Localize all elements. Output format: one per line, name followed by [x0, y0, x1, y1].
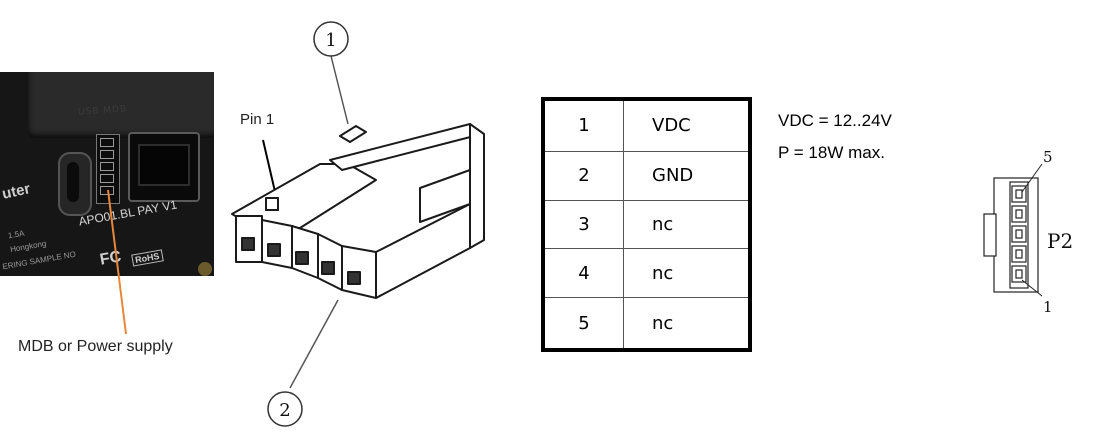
table-row: 1 VDC	[542, 98, 751, 152]
usb-c-opening	[67, 162, 79, 202]
pin-signal: nc	[623, 248, 751, 299]
callout-1-circle	[313, 21, 349, 57]
callout-1-leader	[330, 55, 349, 125]
table-row: 3 nc	[542, 199, 751, 250]
pin1-pointer	[262, 139, 277, 197]
callout-2-number: 2	[279, 400, 290, 421]
table-row: 2 GND	[542, 150, 751, 201]
mdb-power-label: MDB or Power supply	[18, 338, 173, 355]
pin-number: 2	[542, 150, 624, 201]
power-spec: P = 18W max.	[778, 143, 885, 162]
usb-c-port	[58, 152, 92, 216]
pin-number: 1	[542, 98, 624, 152]
callout-2-circle	[267, 391, 303, 427]
screw	[198, 262, 212, 276]
callout-1-number: 1	[325, 30, 336, 51]
pin-number: 4	[542, 248, 624, 299]
p2-pin1-leader	[1021, 279, 1043, 297]
rj-port-opening	[138, 144, 190, 186]
connector-drawing	[231, 123, 485, 299]
pin-number: 3	[542, 199, 624, 250]
table-row: 5 nc	[542, 297, 751, 351]
pin-assignment-table: 1 VDC 2 GND 3 nc 4 nc 5 nc	[541, 97, 752, 352]
p2-pin5-label: 5	[1043, 148, 1053, 166]
pin-signal: nc	[623, 297, 751, 351]
leader-line	[107, 189, 127, 335]
p2-header-label: P2	[1047, 229, 1073, 253]
callout-2-leader	[289, 299, 339, 389]
p2-header-drawing	[983, 177, 1039, 293]
pin1-label: Pin 1	[240, 111, 275, 128]
p2-pin5-leader	[1021, 163, 1043, 193]
p2-pin1-label: 1	[1043, 298, 1053, 316]
pin-signal: VDC	[623, 98, 751, 152]
device-lid	[28, 72, 214, 138]
pin-signal: nc	[623, 199, 751, 250]
table-row: 4 nc	[542, 248, 751, 299]
voltage-spec: VDC = 12..24V	[778, 111, 892, 130]
pin-signal: GND	[623, 150, 751, 201]
pin-number: 5	[542, 297, 624, 351]
